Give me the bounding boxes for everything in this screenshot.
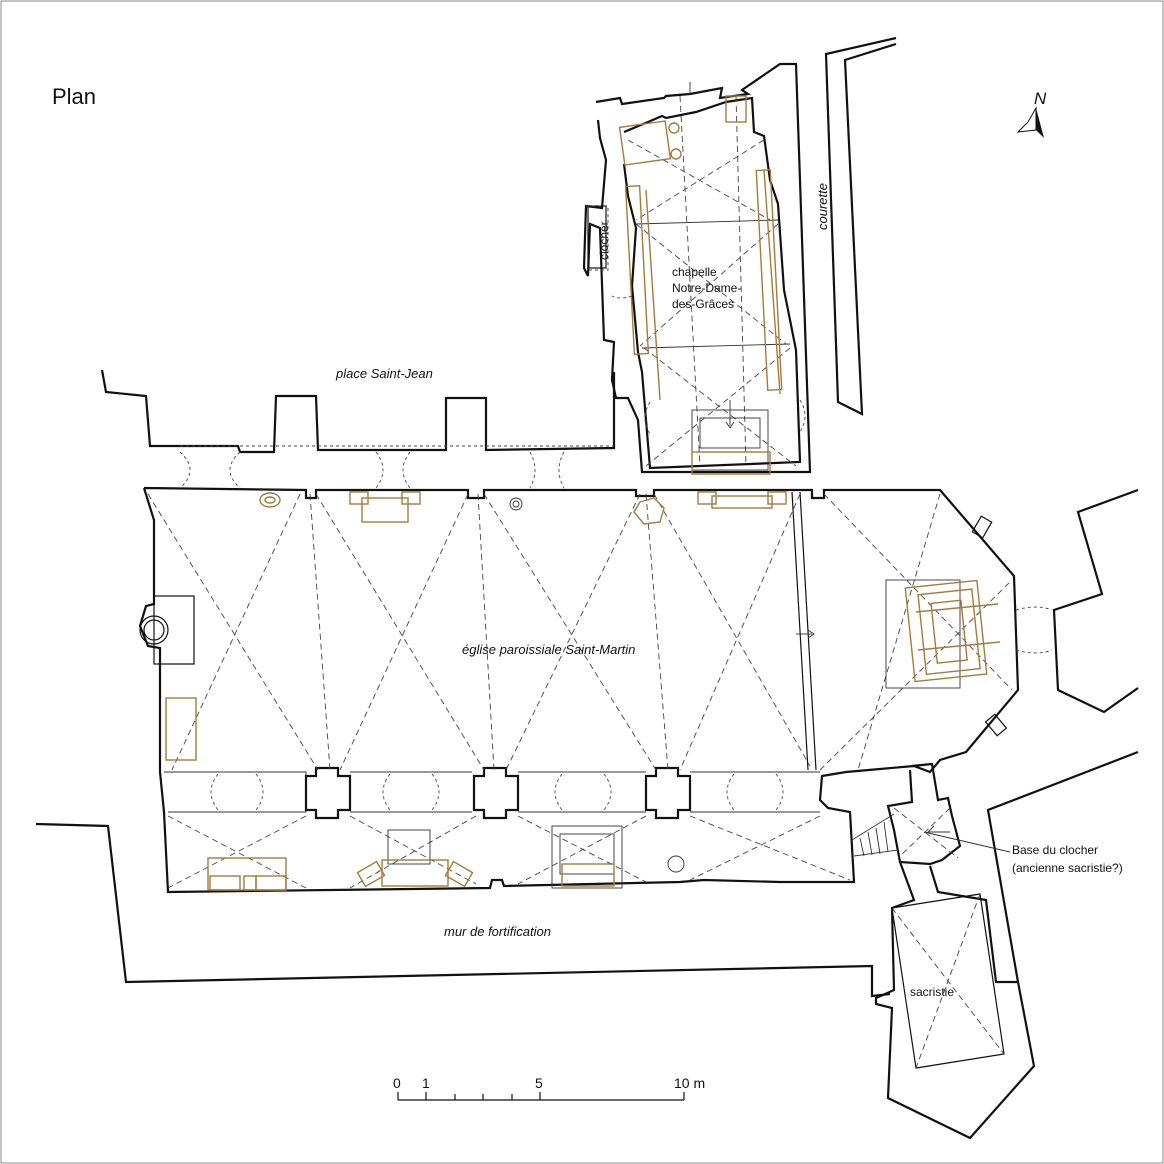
chapelle-line-3: des-Grâces <box>672 297 734 311</box>
entrance-arrows <box>689 82 815 639</box>
base-clocher-line-2: (ancienne sacristie?) <box>1012 861 1123 875</box>
church-furniture <box>165 491 1001 891</box>
base-clocher-leader <box>923 831 1011 853</box>
north-arrow-icon: N <box>1016 89 1047 138</box>
scale-label-10: 10 m <box>674 1075 705 1091</box>
tower-and-sacristy <box>851 762 1036 1140</box>
church-nave-outline <box>138 486 1020 894</box>
place-saint-jean-label: place Saint-Jean <box>335 366 433 381</box>
church-vault-ribs <box>147 445 1053 889</box>
sacristie-label: sacristie <box>910 985 954 999</box>
clocher-label: clocher <box>597 221 611 260</box>
chapelle-label: chapelle Notre-Dame- des-Grâces <box>672 265 745 311</box>
courette-label: courette <box>815 183 830 230</box>
base-clocher-label: Base du clocher (ancienne sacristie?) <box>1012 843 1123 875</box>
scale-label-5: 5 <box>535 1075 543 1091</box>
eglise-label: église paroissiale Saint-Martin <box>462 642 635 657</box>
scale-bar: 0 1 5 10 m <box>393 1075 705 1101</box>
scale-label-0: 0 <box>393 1075 401 1091</box>
mur-fortification-label: mur de fortification <box>444 924 551 939</box>
site-walls <box>35 36 1139 998</box>
chapelle-line-2: Notre-Dame- <box>672 281 741 295</box>
scale-label-1: 1 <box>422 1075 430 1091</box>
north-label: N <box>1034 89 1047 108</box>
base-clocher-line-1: Base du clocher <box>1012 843 1098 857</box>
plan-title: Plan <box>52 84 96 109</box>
chapelle-line-1: chapelle <box>672 265 717 279</box>
chapel-outline <box>582 62 812 475</box>
